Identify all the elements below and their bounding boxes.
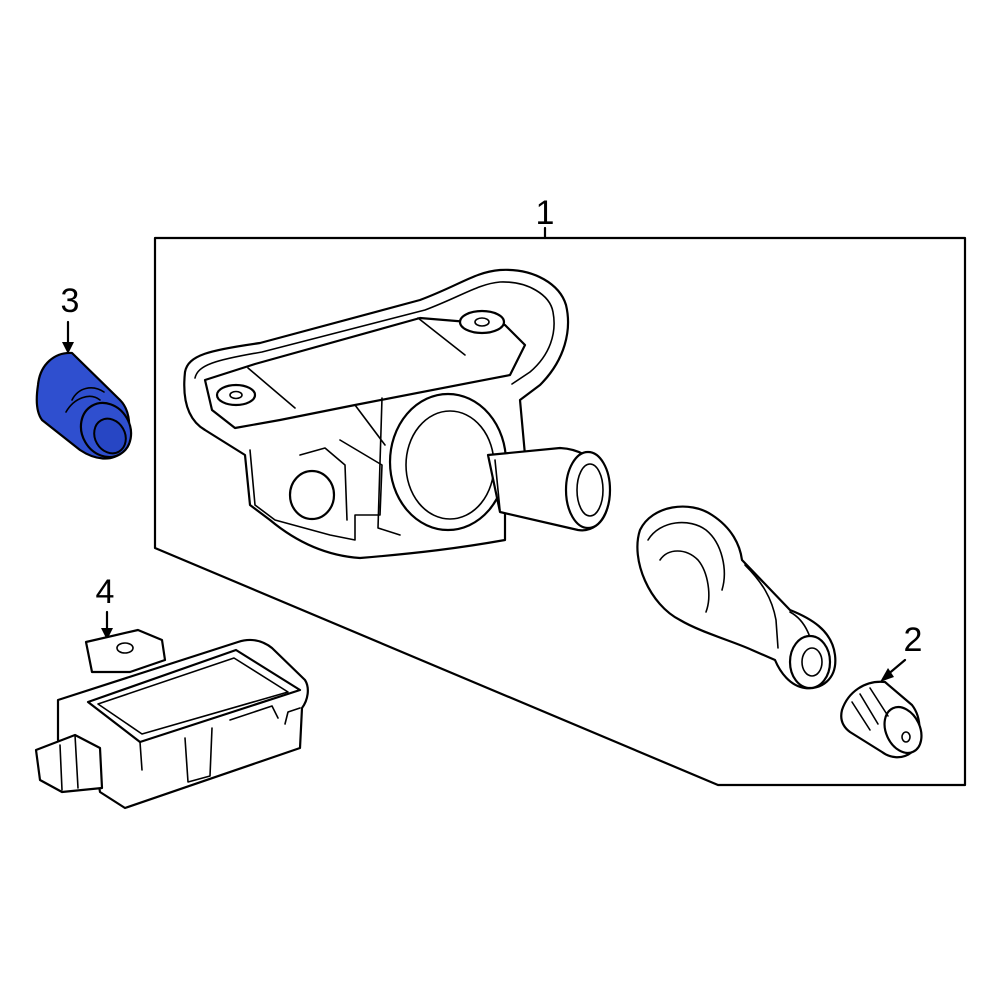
callout-1-label[interactable]: 1 [536,194,555,232]
callout-4-label[interactable]: 4 [96,573,115,611]
callout-2-arrowhead [880,668,894,682]
valve-cap[interactable] [840,680,928,759]
valve-stem[interactable] [636,505,837,690]
assembly-group-frame [153,236,967,787]
callout-3-label[interactable]: 3 [61,282,80,320]
sensor-cap[interactable] [35,351,141,466]
callout-3-arrowhead [62,342,74,354]
callout-2-label[interactable]: 2 [904,621,923,659]
callout-4-arrowhead [101,628,113,640]
control-module[interactable] [34,628,309,810]
tpms-sensor-body[interactable] [183,268,612,560]
